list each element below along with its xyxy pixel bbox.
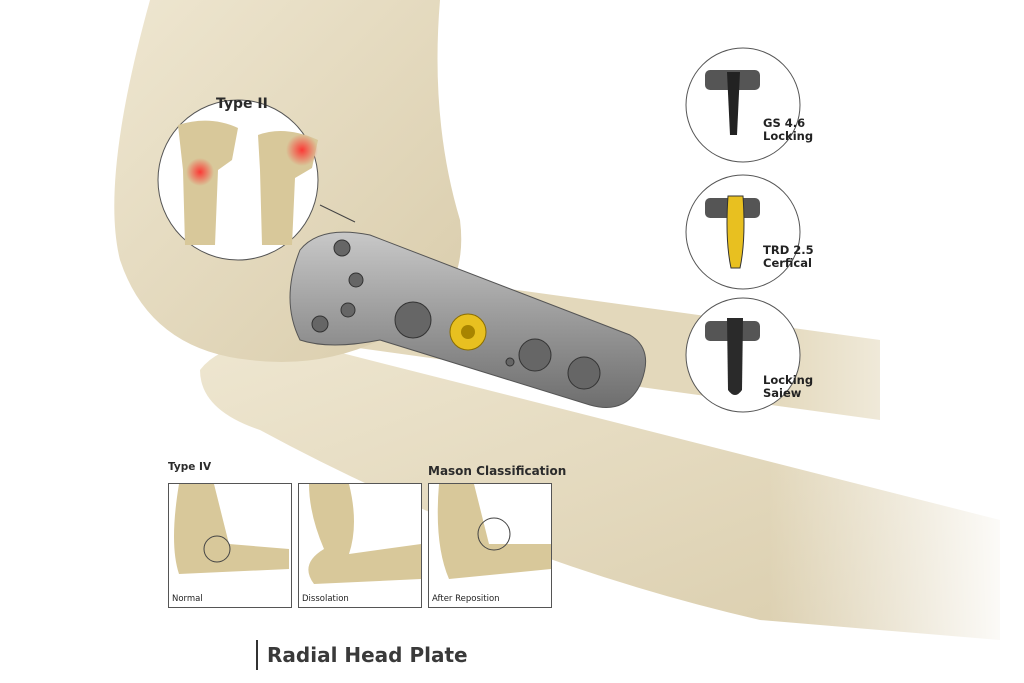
fracture-inset [157,99,356,261]
fracture-highlight [186,158,214,186]
panel-dissolation: Dissolation [298,483,422,608]
screw-name: Locking [763,373,814,387]
panel-normal: Normal [168,483,292,608]
panel-after-reposition: After Reposition [428,483,552,608]
panel-caption: Normal [172,594,203,604]
fracture-highlight [286,134,318,166]
screw-type: Locking [763,129,814,143]
panel-caption: After Reposition [432,594,500,604]
screw-name: TRD 2.5 [763,243,814,257]
page-title: Radial Head Plate [256,640,468,670]
panel-caption: Dissolation [302,594,349,604]
plate-holes [311,239,601,390]
screw-locking-icon [705,318,760,395]
screw-type: Saiew [763,386,802,400]
fracture-type-label: Type II [216,96,268,112]
panel-normal-drawing [174,484,289,574]
classification-heading: Mason Classification [428,464,567,478]
screw-trd25-icon [705,195,760,269]
panel-after-reposition-drawing [437,484,551,579]
panel-dissolation-drawing [308,484,421,584]
type-iv-label: Type IV [168,461,212,473]
plate [289,231,647,408]
screw-gs46-icon [705,70,760,135]
screw-type: Cerfical [763,256,812,270]
screw-name: GS 4.6 [763,116,806,130]
